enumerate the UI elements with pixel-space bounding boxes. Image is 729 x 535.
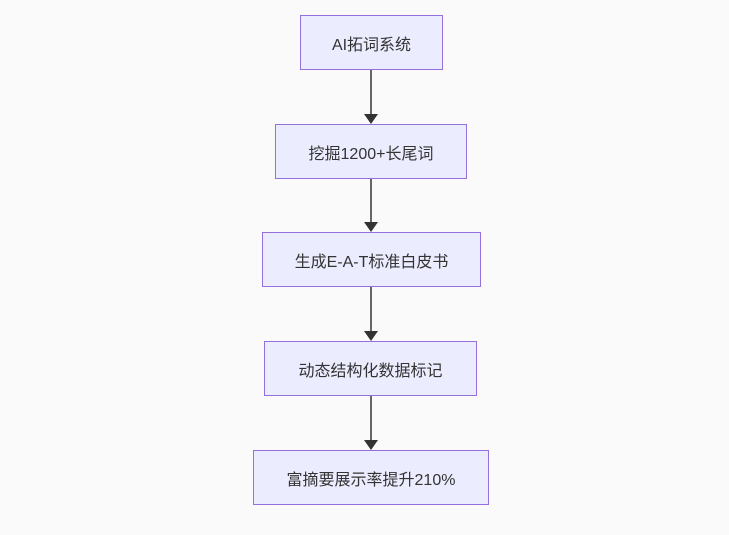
flow-node-longtail-mining: 挖掘1200+长尾词 <box>275 124 467 179</box>
flow-edge-2 <box>364 179 378 232</box>
arrow-down-icon <box>364 222 378 232</box>
flow-edge-1 <box>364 70 378 124</box>
edge-line <box>370 287 372 334</box>
flow-node-label: 挖掘1200+长尾词 <box>308 145 434 163</box>
arrow-down-icon <box>364 114 378 124</box>
flow-node-eat-whitepaper: 生成E-A-T标准白皮书 <box>262 232 481 287</box>
flow-node-label: 生成E-A-T标准白皮书 <box>294 253 449 271</box>
flow-node-label: 富摘要展示率提升210% <box>286 471 456 489</box>
flow-node-ai-keyword-system: AI拓词系统 <box>300 15 443 70</box>
flow-edge-3 <box>364 287 378 341</box>
arrow-down-icon <box>364 331 378 341</box>
flow-node-label: AI拓词系统 <box>331 36 412 54</box>
flow-node-rich-snippet-result: 富摘要展示率提升210% <box>253 450 489 505</box>
flow-edge-4 <box>364 396 378 450</box>
flow-node-structured-data-markup: 动态结构化数据标记 <box>264 341 477 396</box>
edge-line <box>370 70 372 117</box>
arrow-down-icon <box>364 440 378 450</box>
edge-line <box>370 179 372 225</box>
flow-node-label: 动态结构化数据标记 <box>298 362 443 380</box>
edge-line <box>370 396 372 443</box>
